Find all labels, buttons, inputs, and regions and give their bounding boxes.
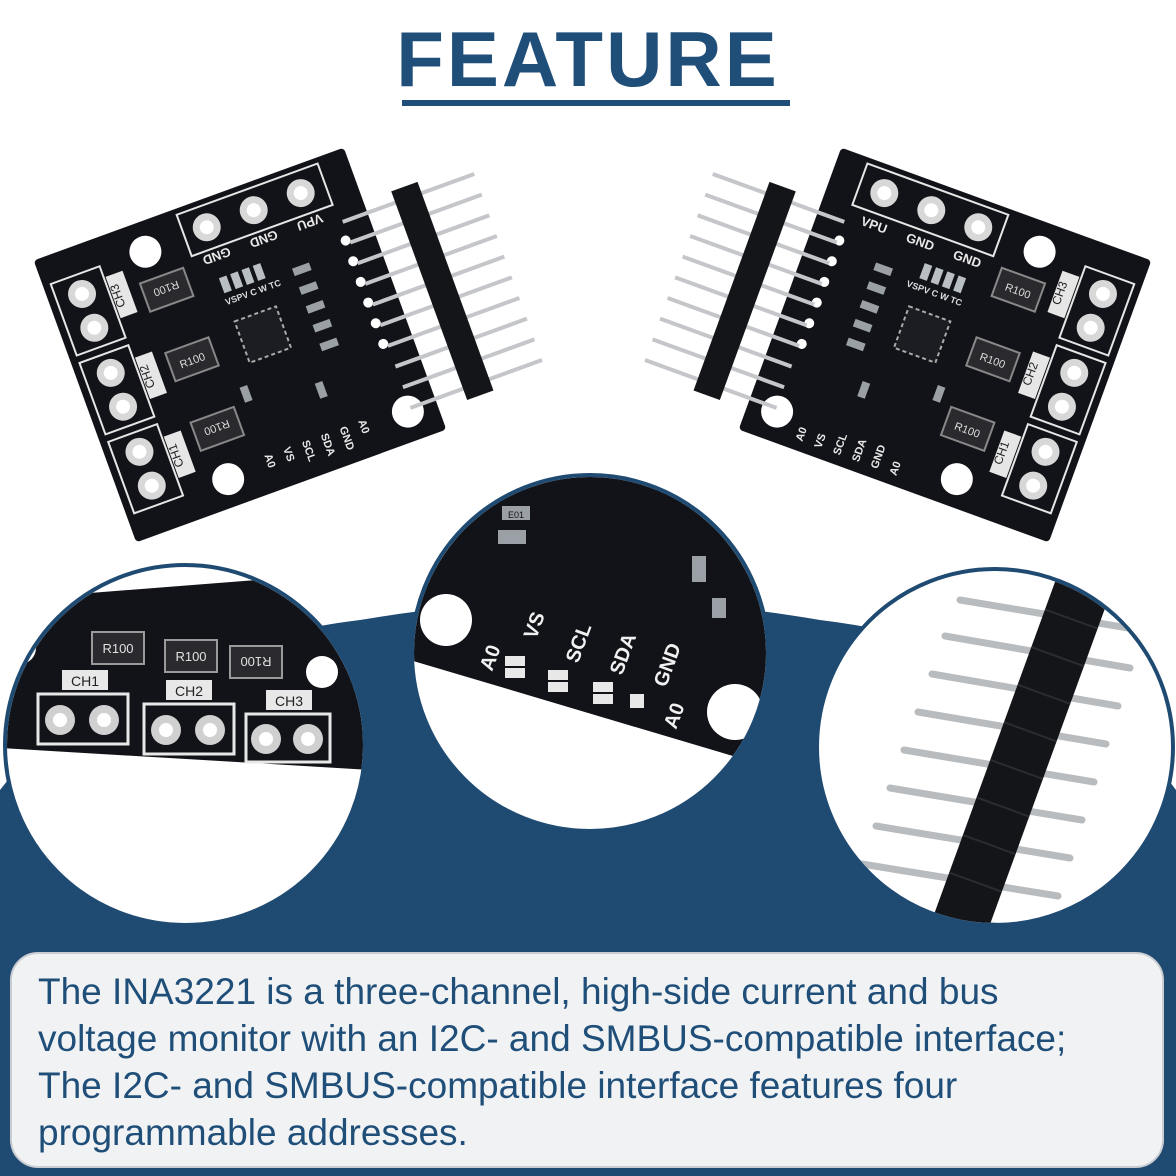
right-board: VPU GND GND CH3 CH2 CH1 R100 R10	[739, 148, 1151, 542]
left-pin-5: A0	[355, 418, 371, 435]
description-line-3: The I2C- and SMBUS-compatible interface …	[38, 1065, 958, 1106]
left-pin-0: A0	[261, 452, 277, 469]
right-led-row	[919, 263, 967, 294]
left-pin-pads	[340, 235, 389, 349]
right-pin-pads	[796, 235, 845, 349]
right-ic-chip	[892, 305, 952, 365]
left-pin-1: VS	[280, 445, 296, 463]
zoom-circle-channels: R100 R100 R100 CH1 CH2 CH3	[3, 563, 367, 927]
left-board: VPU GND GND CH3 CH2 CH1 R100	[34, 148, 446, 542]
description-line-4: programmable addresses.	[38, 1112, 468, 1153]
description-line-2: voltage monitor with an I2C- and SMBUS-c…	[38, 1018, 1067, 1059]
zoom-chip-marking: E01	[508, 510, 524, 520]
zoom-circle-pins: E01 A0 VS SCL SDA GND A0	[410, 473, 770, 833]
zoom-ch1-label: CH1	[71, 673, 99, 689]
page-title: FEATURE	[396, 15, 780, 103]
left-channel-blocks: CH3 CH2 CH1	[49, 264, 196, 515]
zoom-ch3-label: CH3	[275, 693, 303, 709]
right-pin-5: A0	[888, 460, 904, 477]
right-pin-0: A0	[794, 426, 810, 443]
zoom-resistor-2: R100	[175, 649, 206, 664]
zoom-circle-header	[815, 567, 1175, 927]
right-shunt-resistors: R100 R100 R100	[939, 266, 1047, 453]
left-shunt-resistors: R100 R100 R100	[138, 266, 246, 453]
description-box: The INA3221 is a three-channel, high-sid…	[10, 952, 1164, 1168]
right-pin-1: VS	[813, 432, 829, 450]
description-line-1: The INA3221 is a three-channel, high-sid…	[38, 971, 999, 1012]
zoom-resistor-1: R100	[102, 641, 133, 656]
right-pin-header	[644, 172, 845, 410]
left-led-row	[218, 263, 266, 294]
left-pin-header	[342, 172, 543, 410]
right-channel-blocks: CH3 CH2 CH1	[989, 264, 1136, 515]
zoom-ch2-label: CH2	[175, 683, 203, 699]
zoom-resistor-3: R100	[240, 654, 271, 669]
left-ic-chip	[233, 305, 293, 365]
title-underline	[402, 100, 790, 106]
